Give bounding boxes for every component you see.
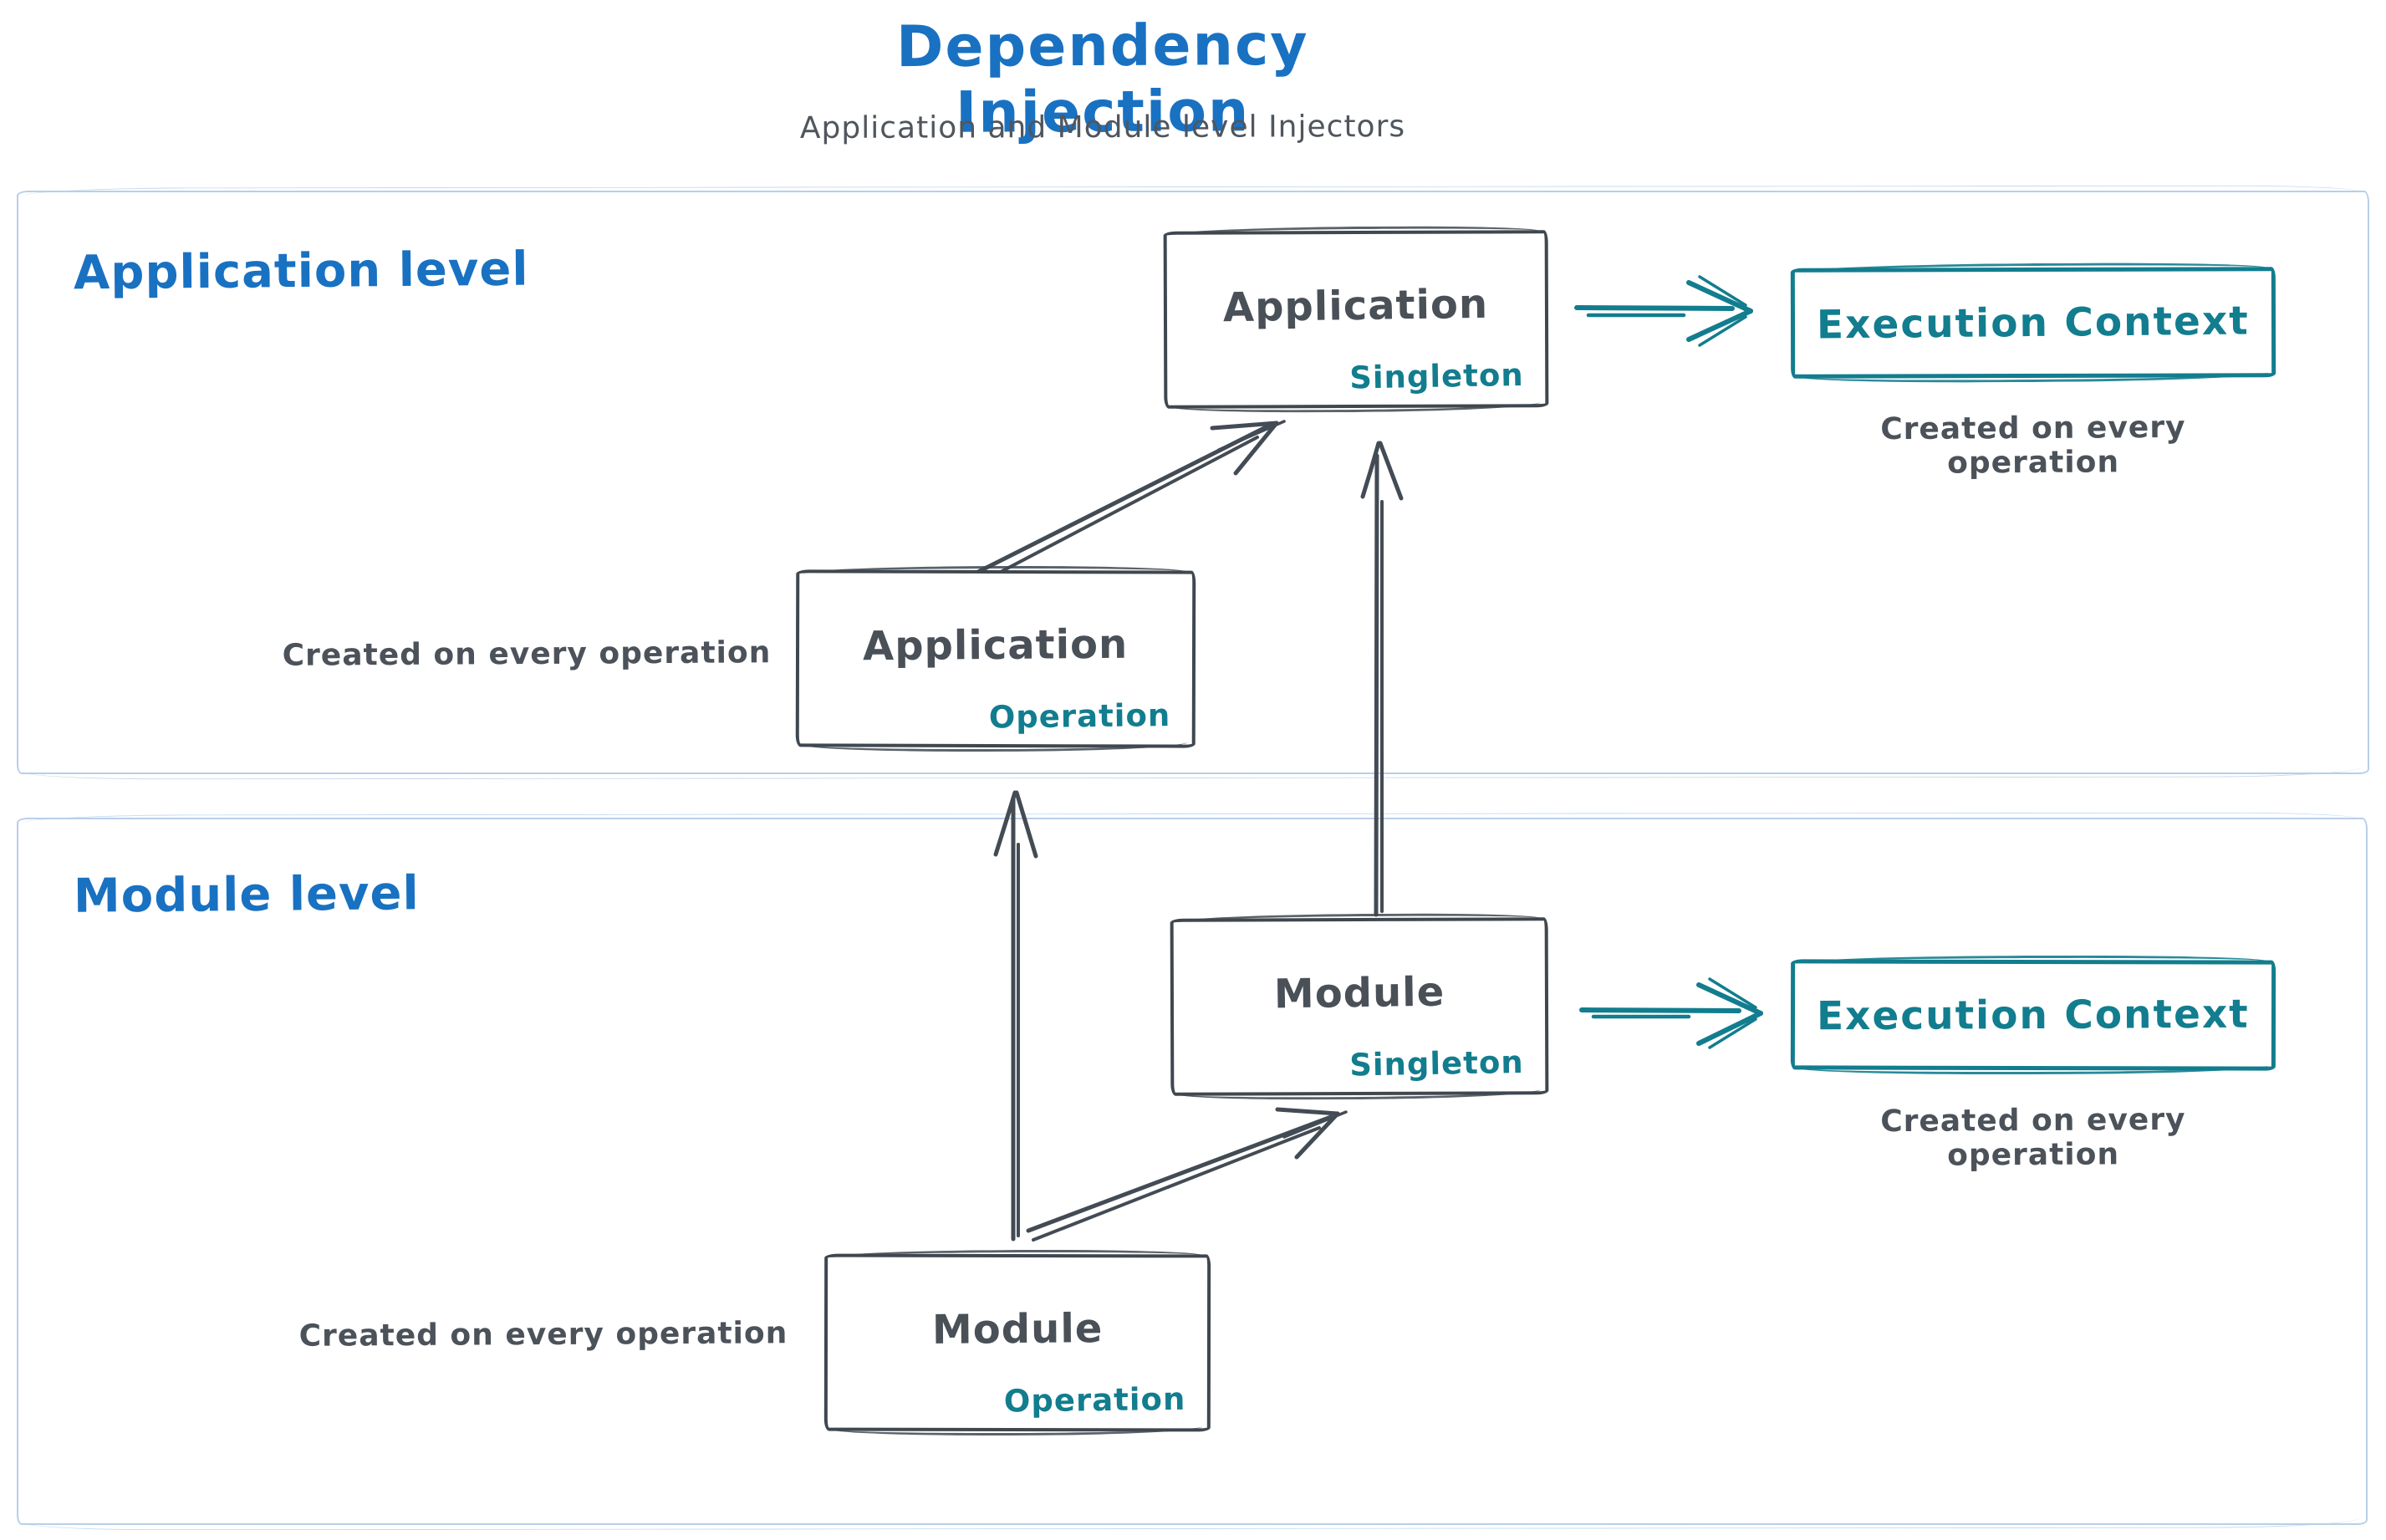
caption-execution-module: Created on every operation: [1880, 1102, 2186, 1173]
execution-context-module-title: Execution Context: [1817, 991, 2250, 1039]
node-module-operation: Module Operation: [823, 1253, 1211, 1432]
node-module-singleton: Module Singleton: [1170, 917, 1549, 1096]
module-level-label: Module level: [73, 866, 420, 924]
application-singleton-title: Application: [1222, 280, 1489, 332]
node-execution-context-app: Execution Context: [1790, 267, 2276, 379]
application-operation-title: Application: [863, 620, 1129, 671]
module-singleton-badge: Singleton: [1348, 1043, 1524, 1084]
node-execution-context-module: Execution Context: [1790, 959, 2276, 1071]
application-level-label: Application level: [73, 242, 529, 301]
module-operation-badge: Operation: [1003, 1380, 1186, 1420]
node-application-operation: Application Operation: [795, 569, 1196, 748]
application-operation-badge: Operation: [988, 697, 1171, 736]
module-operation-title: Module: [931, 1305, 1104, 1354]
node-application-singleton: Application Singleton: [1163, 230, 1549, 409]
caption-application-operation: Created on every operation: [282, 635, 772, 673]
module-singleton-title: Module: [1273, 968, 1445, 1018]
page-subtitle: Application and Module level Injectors: [799, 110, 1406, 145]
caption-execution-app: Created on every operation: [1880, 410, 2186, 481]
application-singleton-badge: Singleton: [1348, 356, 1524, 396]
caption-module-operation: Created on every operation: [298, 1316, 788, 1354]
execution-context-app-title: Execution Context: [1816, 298, 2251, 348]
